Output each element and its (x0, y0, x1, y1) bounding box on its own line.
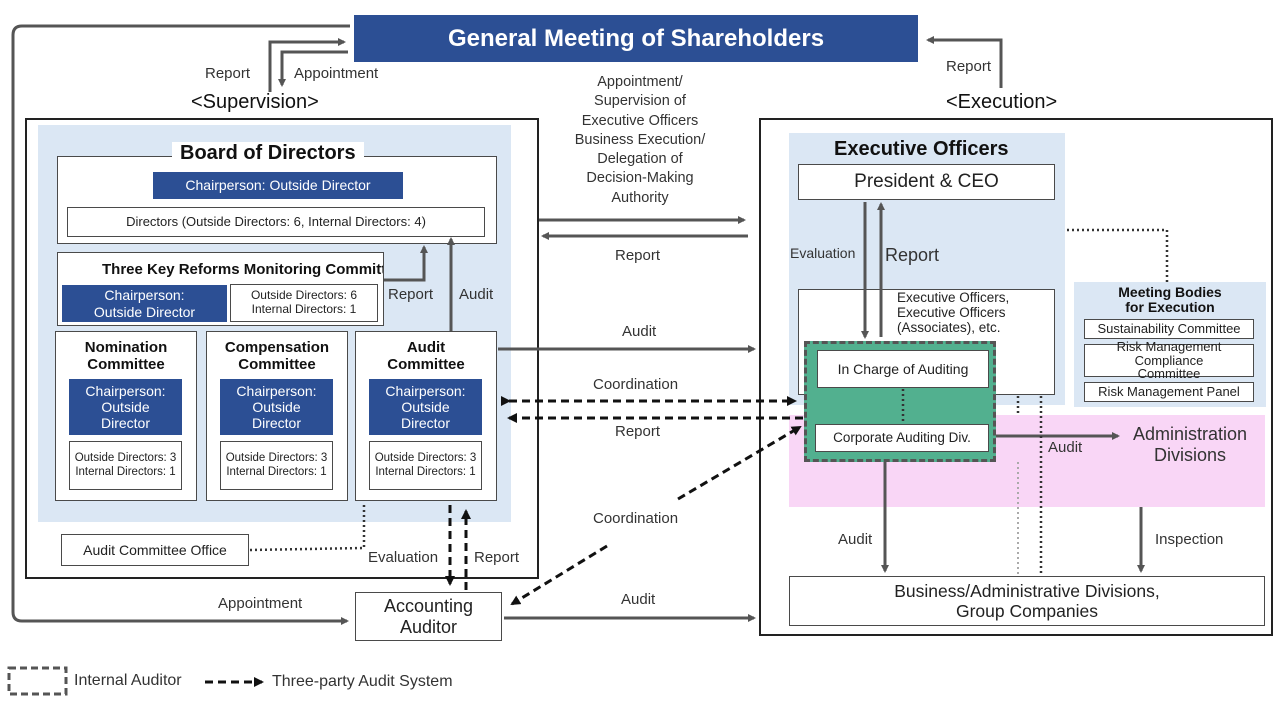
reforms-members: Outside Directors: 6 Internal Directors:… (230, 284, 378, 322)
sustainability-committee: Sustainability Committee (1084, 319, 1254, 339)
exec-report-arrow (926, 36, 1003, 88)
label-evaluation-auditor: Evaluation (368, 549, 439, 566)
delegation-text: Appointment/ Supervision of Executive Of… (574, 74, 706, 206)
legend-dashed-box (7, 666, 68, 696)
audit-committee-title: Audit Committee (387, 339, 465, 374)
shareholders-box: General Meeting of Shareholders (354, 15, 918, 62)
meeting-bodies-title: Meeting Bodies for Execution (1118, 284, 1222, 316)
reforms-title: Three Key Reforms Monitoring Committee (102, 261, 384, 278)
corporate-auditing-div: Corporate Auditing Div. (815, 424, 989, 452)
shareholders-title: General Meeting of Shareholders (447, 24, 825, 52)
business-divisions: Business/Administrative Divisions, Group… (789, 576, 1265, 626)
board-chair: Chairperson: Outside Director (153, 172, 403, 199)
audit-committee-office: Audit Committee Office (61, 534, 249, 566)
label-audit-board: Audit (459, 286, 494, 303)
auditor-coordination-dashed-arrow (677, 425, 802, 501)
nomination-title: Nomination Committee (84, 339, 168, 374)
label-report-exec-top: Report (946, 58, 992, 75)
reforms-report-arrow (384, 245, 428, 282)
risk-management-panel: Risk Management Panel (1084, 382, 1254, 402)
supervision-header: <Supervision> (191, 91, 319, 113)
executive-officers-text: Executive Officers, Executive Officers (… (897, 290, 1010, 335)
label-report-center: Report (615, 247, 661, 264)
label-appointment-top: Appointment (294, 65, 379, 82)
office-dotted-line (249, 502, 366, 552)
label-audit-exec: Audit (622, 323, 657, 340)
administration-divisions: Administration Divisions (1132, 424, 1248, 465)
audit-committee-chair: Chairperson: Outside Director (369, 379, 482, 435)
label-audit-bottom: Audit (621, 591, 656, 608)
label-report-reforms: Report (388, 286, 434, 303)
legend-three-party: Three-party Audit System (272, 673, 453, 690)
nomination-chair: Chairperson: Outside Director (69, 379, 182, 435)
label-coordination-low: Coordination (593, 510, 679, 527)
risk-compliance-committee: Risk Management Compliance Committee (1084, 340, 1254, 381)
audit-committee-members: Outside Directors: 3 Internal Directors:… (369, 441, 482, 490)
appointment-loop-line (11, 24, 350, 625)
board-title: Board of Directors (172, 142, 364, 165)
board-directors: Directors (Outside Directors: 6, Interna… (67, 207, 485, 237)
ceo-box: President & CEO (798, 164, 1055, 200)
label-report-top: Report (205, 65, 251, 82)
legend-internal-auditor: Internal Auditor (74, 672, 182, 689)
exec-title: Executive Officers (834, 138, 1009, 160)
label-inspection: Inspection (1155, 531, 1224, 548)
label-report-mid: Report (615, 423, 661, 440)
report-to-shareholders-arrow (268, 38, 346, 92)
meeting-bodies-dotted-line (1067, 228, 1169, 282)
reforms-chair: Chairperson: Outside Director (62, 285, 227, 322)
execution-header: <Execution> (946, 91, 1058, 113)
nomination-members: Outside Directors: 3 Internal Directors:… (69, 441, 182, 490)
label-coordination-mid: Coordination (593, 376, 679, 393)
execution-frame (759, 118, 1273, 636)
compensation-chair: Chairperson: Outside Director (220, 379, 333, 435)
appointment-down-arrow (278, 50, 348, 87)
compensation-members: Outside Directors: 3 Internal Directors:… (220, 441, 333, 490)
label-evaluation-ceo: Evaluation (790, 245, 856, 261)
auditor-coordination-lower-dashed-arrow (510, 544, 608, 606)
label-report-auditor: Report (474, 549, 520, 566)
label-appointment-bottom: Appointment (218, 595, 303, 612)
compensation-title: Compensation Committee (224, 339, 330, 374)
label-audit-admin: Audit (1048, 439, 1083, 456)
in-charge-auditing: In Charge of Auditing (817, 350, 989, 388)
label-report-ceo: Report (885, 245, 940, 265)
accounting-auditor: Accounting Auditor (355, 592, 502, 641)
label-audit-business: Audit (838, 531, 873, 548)
